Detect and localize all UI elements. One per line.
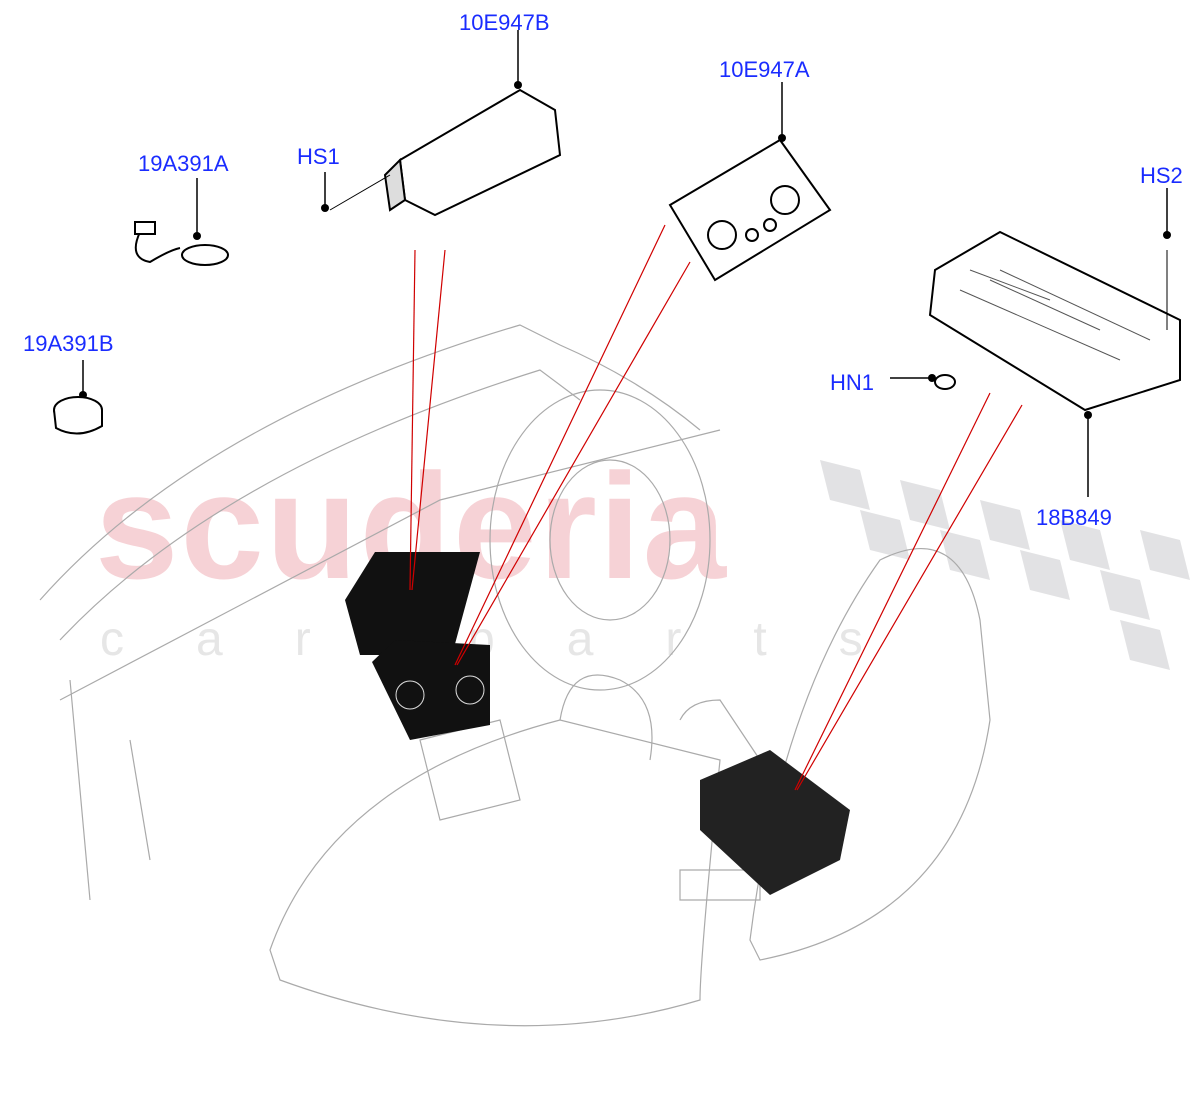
installed-climate-panel-icon	[372, 640, 490, 740]
callout-19A391B[interactable]: 19A391B	[23, 331, 114, 356]
callout-18B849[interactable]: 18B849	[1036, 505, 1112, 530]
callout-10E947B[interactable]: 10E947B	[459, 10, 550, 35]
callout-HN1[interactable]: HN1	[830, 370, 875, 395]
dashboard-outline	[39, 324, 991, 1027]
sensor-b-part-icon	[53, 396, 103, 435]
callout-10E947A[interactable]: 10E947A	[719, 57, 810, 82]
callout-HS1[interactable]: HS1	[297, 144, 340, 169]
amplifier-part-icon	[928, 230, 1181, 412]
checker-flag-icon	[820, 460, 1190, 670]
installed-screen-icon	[345, 552, 480, 655]
display-part-icon	[383, 88, 562, 217]
callout-19A391A[interactable]: 19A391A	[138, 151, 229, 176]
installed-amplifier-icon	[700, 750, 850, 895]
callout-HS2[interactable]: HS2	[1140, 163, 1183, 188]
climate-panel-part-icon	[668, 138, 832, 282]
sensor-a-part-icon	[134, 221, 229, 266]
